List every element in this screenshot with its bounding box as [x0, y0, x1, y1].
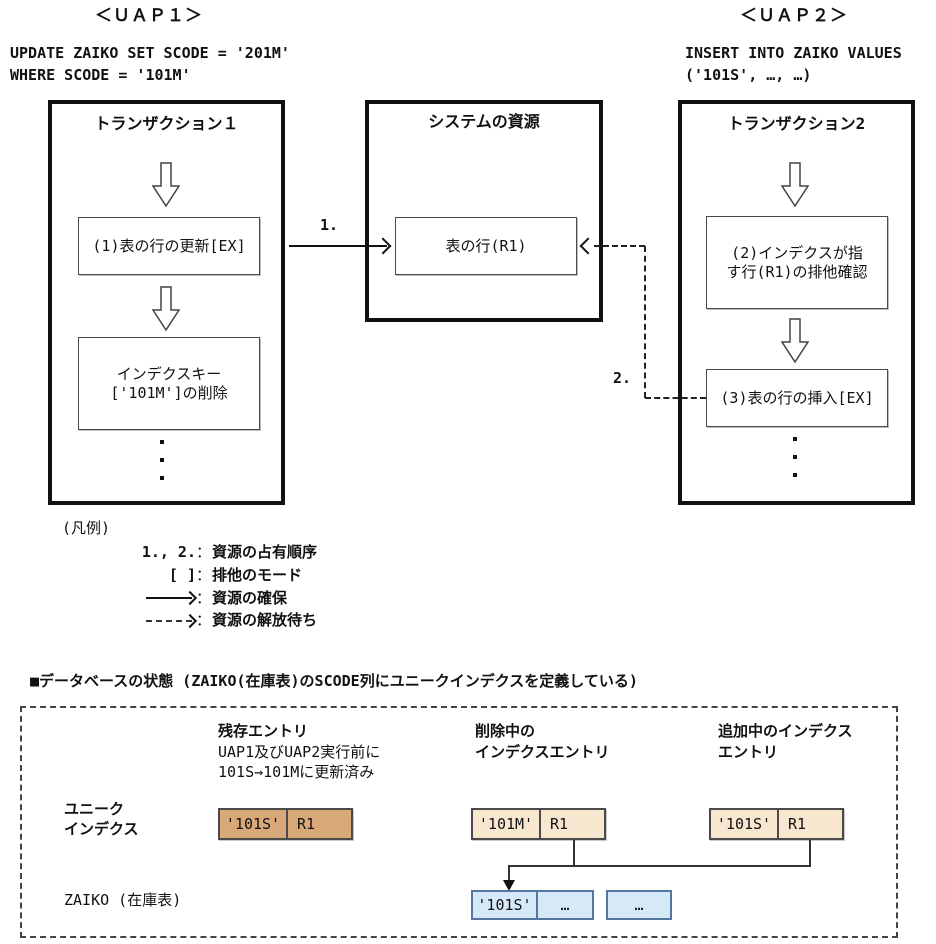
legend-desc-acquire: 資源の確保 — [212, 588, 288, 607]
entry-key-cell: '101M' — [471, 808, 541, 840]
connector-line — [809, 840, 811, 866]
connector-line — [508, 866, 510, 881]
t1-step1-box: (1)表の行の更新[EX] — [78, 217, 260, 275]
down-arrowhead-icon — [503, 880, 515, 891]
ellipsis-dots — [793, 437, 797, 477]
t1-step1-label: (1)表の行の更新[EX] — [92, 236, 246, 255]
table-row-resource-box: 表の行(R1) — [395, 217, 577, 275]
legend-sep: ： — [196, 565, 212, 584]
db-state-panel — [20, 706, 898, 938]
t1-step2-line1: インデクスキー — [116, 364, 222, 383]
col-remaining-note1: UAP1及びUAP2実行前に — [218, 743, 381, 761]
system-resource-box — [365, 100, 603, 322]
down-arrow-icon — [152, 286, 180, 332]
zaiko-cell: '101S' — [471, 890, 538, 920]
legend: 1., 2. ： 資源の占有順序 [ ] ： 排他のモード ： 資源の確保 ： … — [100, 543, 317, 630]
uap1-sql-line1: UPDATE ZAIKO SET SCODE = '201M' — [10, 44, 290, 62]
legend-key-wait — [100, 611, 198, 630]
dashed-line-h2 — [645, 397, 706, 399]
legend-key-acquire — [100, 589, 198, 608]
legend-sep: ： — [196, 588, 212, 607]
t1-step2-line2: ['101M']の削除 — [110, 383, 228, 402]
col-remaining-title: 残存エントリ — [218, 722, 309, 740]
order-label-1: 1. — [320, 216, 339, 234]
legend-sep: ： — [196, 611, 212, 630]
down-arrow-icon — [781, 318, 809, 364]
zaiko-label: ZAIKO (在庫表) — [64, 891, 182, 909]
transaction1-title: トランザクション１ — [94, 114, 239, 133]
col-deleting-line2: インデクスエントリ — [475, 743, 610, 761]
system-resource-title: システムの資源 — [428, 112, 540, 131]
col-deleting-line1: 削除中の — [475, 722, 536, 740]
solid-arrow-line — [289, 245, 387, 247]
zaiko-cell: … — [606, 890, 672, 920]
index-entry-remaining: '101S' R1 — [218, 808, 353, 840]
legend-key-mode: [ ] — [168, 565, 196, 584]
legend-desc-wait: 資源の解放待ち — [212, 611, 318, 630]
down-arrow-icon — [781, 162, 809, 208]
legend-title: (凡例) — [62, 519, 111, 537]
legend-desc-order: 資源の占有順序 — [212, 543, 318, 561]
t2-step1-line1: (2)インデクスが指 — [731, 243, 863, 262]
order-label-2: 2. — [613, 369, 632, 387]
col-adding-line2: エントリ — [718, 743, 779, 761]
index-entry-deleting: '101M' R1 — [471, 808, 606, 840]
col-remaining-note2: 101S→101Mに更新済み — [218, 763, 375, 781]
unique-index-label-line2: インデクス — [64, 820, 139, 838]
entry-ref-cell: R1 — [539, 808, 606, 840]
solid-right-arrow-icon — [146, 590, 198, 606]
legend-desc-mode: 排他のモード — [212, 565, 303, 584]
legend-key-order: 1., 2. — [141, 543, 196, 561]
uap2-title: ＜ＵＡＰ２＞ — [740, 6, 848, 26]
t2-step2-label: (3)表の行の挿入[EX] — [720, 388, 874, 407]
uap2-sql-line1: INSERT INTO ZAIKO VALUES — [685, 44, 902, 62]
entry-key-cell: '101S' — [709, 808, 779, 840]
transaction2-title: トランザクション2 — [727, 114, 866, 133]
t1-step2-box: インデクスキー ['101M']の削除 — [78, 337, 260, 430]
col-adding-line1: 追加中のインデクス — [718, 722, 853, 740]
index-entry-adding: '101S' R1 — [709, 808, 844, 840]
t2-step1-line2: す行(R1)の排他確認 — [726, 262, 868, 281]
db-state-heading: ■データベースの状態 (ZAIKO(在庫表)のSCODE列にユニークインデクスを… — [30, 672, 638, 690]
uap1-title: ＜ＵＡＰ１＞ — [95, 6, 203, 26]
uap2-sql-line2: ('101S', …, …) — [685, 66, 812, 84]
legend-sep: ： — [196, 543, 212, 561]
dashed-right-arrow-icon — [146, 613, 198, 628]
dashed-line-v — [644, 246, 646, 398]
connector-line — [508, 865, 811, 867]
down-arrow-icon — [152, 162, 180, 208]
entry-ref-cell: R1 — [286, 808, 353, 840]
connector-line — [573, 840, 575, 866]
dashed-line-h1 — [594, 245, 645, 247]
t2-step2-box: (3)表の行の挿入[EX] — [706, 369, 888, 427]
entry-ref-cell: R1 — [777, 808, 844, 840]
uap1-sql-line2: WHERE SCODE = '101M' — [10, 66, 191, 84]
ellipsis-dots — [160, 440, 164, 480]
t2-step1-box: (2)インデクスが指 す行(R1)の排他確認 — [706, 216, 888, 309]
table-row-resource-label: 表の行(R1) — [445, 236, 527, 255]
entry-key-cell: '101S' — [218, 808, 288, 840]
unique-index-label-line1: ユニーク — [64, 800, 125, 818]
zaiko-cell: … — [536, 890, 594, 920]
